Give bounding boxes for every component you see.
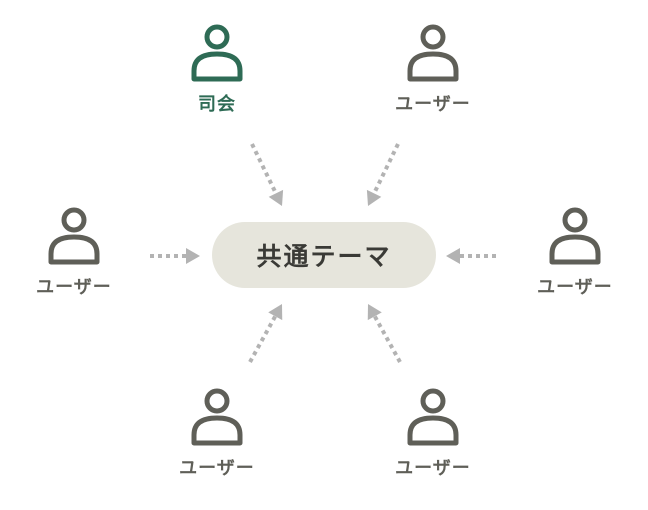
node-label: 司会 bbox=[198, 94, 236, 115]
arrow-from-user-bottom-left-head bbox=[268, 304, 283, 321]
person-icon bbox=[549, 207, 601, 265]
arrow-from-user-bottom-right-head bbox=[367, 304, 382, 321]
common-theme-label: 共通テーマ bbox=[256, 242, 392, 271]
user-node-bottom-left: ユーザー bbox=[157, 386, 277, 480]
arrow-from-moderator bbox=[250, 143, 278, 195]
common-theme-pill: 共通テーマ bbox=[212, 222, 436, 288]
node-label: ユーザー bbox=[179, 458, 255, 479]
user-node-right: ユーザー bbox=[515, 205, 635, 299]
moderator-node: 司会 bbox=[157, 22, 277, 116]
person-icon bbox=[407, 24, 459, 82]
arrow-from-user-top-right bbox=[372, 143, 400, 195]
arrow-from-user-right-head bbox=[446, 248, 460, 264]
node-label: ユーザー bbox=[395, 458, 471, 479]
user-node-top-right: ユーザー bbox=[373, 22, 493, 116]
user-node-left: ユーザー bbox=[14, 205, 134, 299]
arrow-from-user-bottom-left bbox=[248, 315, 277, 363]
arrow-from-user-left-head bbox=[186, 248, 200, 264]
node-label: ユーザー bbox=[36, 277, 112, 298]
person-icon bbox=[48, 207, 100, 265]
person-icon bbox=[191, 388, 243, 446]
user-node-bottom-right: ユーザー bbox=[373, 386, 493, 480]
arrow-from-user-top-right-head bbox=[366, 189, 382, 206]
arrow-from-moderator-head bbox=[268, 189, 284, 206]
person-icon bbox=[407, 388, 459, 446]
arrow-from-user-bottom-right bbox=[373, 315, 402, 363]
node-label: ユーザー bbox=[395, 94, 471, 115]
node-label: ユーザー bbox=[537, 277, 613, 298]
person-icon bbox=[191, 24, 243, 82]
